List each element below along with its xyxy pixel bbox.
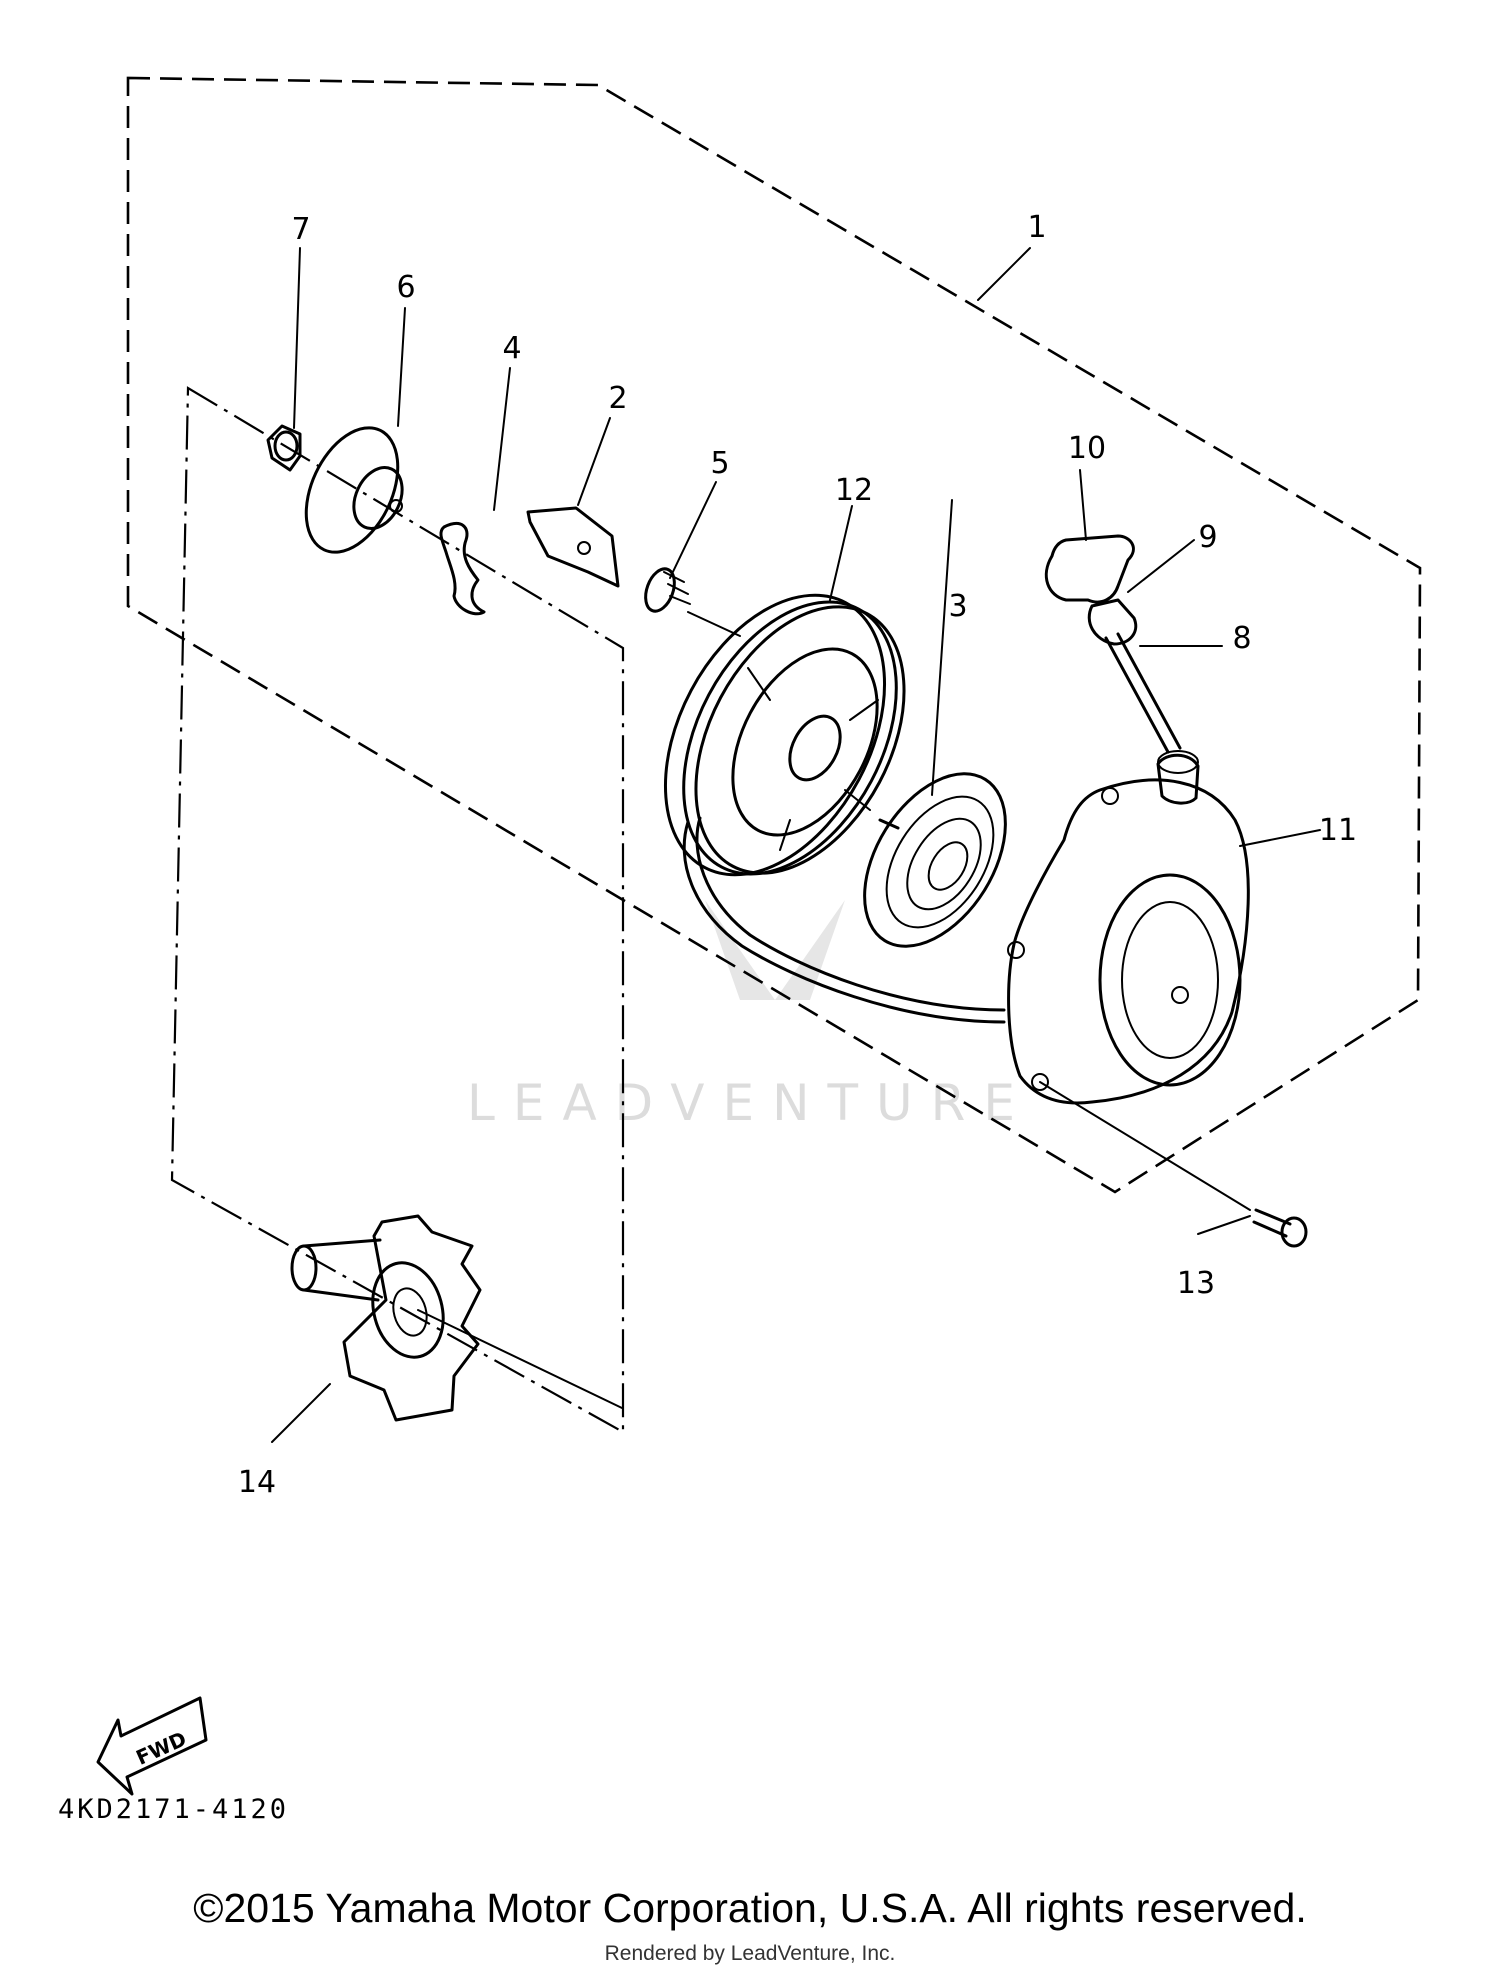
watermark-logo-mark	[705, 900, 845, 1000]
callout-12: 12	[835, 473, 873, 508]
part-10-handle	[1044, 534, 1135, 604]
part-14-axis-line	[417, 1309, 623, 1409]
callout-9: 9	[1198, 520, 1217, 555]
callout-10: 10	[1068, 431, 1106, 466]
callout-11: 11	[1319, 813, 1357, 848]
part-14-ratchet	[290, 1214, 482, 1422]
part-11-cover	[1007, 750, 1250, 1105]
callout-13: 13	[1177, 1266, 1215, 1301]
part-2-pawl	[526, 506, 620, 588]
screw-axis-line	[1039, 1081, 1251, 1211]
part-5-spring	[644, 567, 691, 613]
callout-5: 5	[710, 446, 729, 481]
copyright-notice: ©2015 Yamaha Motor Corporation, U.S.A. A…	[193, 1885, 1307, 1931]
part-4-spring-clip	[439, 522, 486, 616]
leadventure-watermark: LEADVENTURE	[467, 900, 1033, 1132]
diagram-code: 4KD2171-4120	[58, 1794, 290, 1825]
part-12-reel	[663, 593, 906, 877]
callout-7: 7	[291, 212, 310, 247]
callout-1: 1	[1027, 210, 1046, 245]
assembly-boundary	[126, 76, 1422, 1194]
callout-6: 6	[396, 270, 415, 305]
part-13-screw	[1252, 1208, 1308, 1248]
reel-axis-line	[687, 611, 741, 637]
part-8-rope	[682, 632, 1182, 1024]
callout-4: 4	[502, 331, 521, 366]
fwd-arrow-icon: FWD	[96, 1696, 208, 1796]
fwd-label: FWD	[132, 1727, 190, 1770]
callout-2: 2	[608, 381, 627, 416]
rendered-by-notice: Rendered by LeadVenture, Inc.	[604, 1942, 896, 1965]
callout-8: 8	[1232, 621, 1251, 656]
part-7-nut	[266, 424, 302, 472]
leader-lines	[271, 247, 1321, 1443]
part-9-handle-grip	[1087, 598, 1138, 646]
callout-14: 14	[238, 1465, 276, 1500]
part-3-spiral-spring	[863, 772, 1007, 948]
watermark-text: LEADVENTURE	[467, 1074, 1033, 1132]
callout-3: 3	[948, 589, 967, 624]
part-14-boundary	[170, 386, 625, 1434]
part-6-cap	[304, 426, 404, 554]
